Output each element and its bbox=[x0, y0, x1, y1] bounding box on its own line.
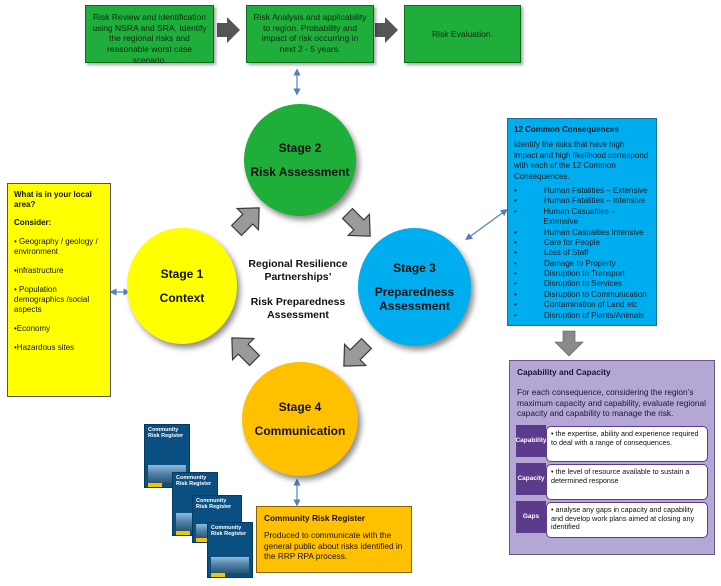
stage-1-circle: Stage 1 Context bbox=[127, 228, 237, 344]
list-item: •Human Casualties Intensive bbox=[514, 227, 644, 237]
list-item: •Care for People bbox=[514, 237, 601, 247]
local-area-title: What is in your local area? bbox=[14, 190, 92, 209]
capability-box: Capability and Capacity For each consequ… bbox=[509, 360, 715, 555]
register-cover-image: Community Risk Register bbox=[207, 522, 253, 578]
list-item: •Human Fatalities – Extensive bbox=[514, 185, 648, 195]
stage-4-title: Communication bbox=[254, 424, 346, 438]
list-item: •Human Casualties – Extensive bbox=[514, 206, 616, 227]
local-area-item: • Geography / geology / environment bbox=[14, 237, 98, 256]
list-item: •Damage to Property bbox=[514, 258, 616, 268]
center-line-4: Assessment bbox=[267, 309, 329, 322]
consequences-list: •Human Fatalities – Extensive •Human Fat… bbox=[514, 186, 650, 321]
consequences-box: 12 Common Consequences Identify the risk… bbox=[507, 118, 657, 326]
cycle-arrow-2 bbox=[341, 207, 371, 237]
list-item: •Loss of Staff bbox=[514, 248, 589, 258]
center-line-3: Risk Preparedness bbox=[250, 296, 346, 309]
stage-1-title: Context bbox=[159, 291, 205, 305]
gaps-row: Gaps • analyse any gaps in capacity and … bbox=[516, 501, 708, 538]
down-arrow-icon bbox=[554, 330, 584, 357]
stage-3-label: Stage 3 bbox=[393, 261, 436, 275]
stage-3-title-2: Assessment bbox=[379, 299, 450, 313]
process-box-text: Risk Review and identification using NSR… bbox=[92, 12, 207, 65]
stage-3-title: Preparedness bbox=[374, 285, 455, 299]
local-area-item: •Hazardous sites bbox=[14, 343, 75, 352]
stage-4-circle: Stage 4 Communication bbox=[242, 362, 358, 476]
stage-1-label: Stage 1 bbox=[160, 267, 204, 281]
gaps-text: • analyse any gaps in capacity and capab… bbox=[546, 502, 708, 538]
cycle-arrow-1 bbox=[230, 207, 260, 237]
capability-text: • the expertise, ability and experience … bbox=[546, 426, 708, 462]
capacity-text: • the level of resource available to sus… bbox=[546, 464, 708, 500]
process-box-text: Risk Evaluation. bbox=[432, 28, 493, 39]
chevron-right-icon bbox=[217, 17, 240, 43]
stage-2-title: Risk Assessment bbox=[250, 165, 350, 179]
process-box-text: Risk Analysis and applicability to regio… bbox=[253, 12, 367, 54]
capability-row: Capability • the expertise, ability and … bbox=[515, 425, 708, 462]
register-text: Produced to communicate with the general… bbox=[264, 529, 403, 562]
capability-tab: Capability bbox=[515, 425, 547, 457]
list-item: •Disruption to Transport bbox=[514, 269, 625, 279]
process-box-risk-review: Risk Review and identification using NSR… bbox=[85, 5, 214, 65]
capacity-row: Capacity • the level of resource availab… bbox=[516, 463, 708, 500]
center-title: Regional Resilience Partnerships’ Risk P… bbox=[238, 258, 358, 323]
local-area-item: •Economy bbox=[14, 324, 51, 333]
stage-2-circle: Stage 2 Risk Assessment bbox=[244, 104, 356, 216]
local-area-item: • Population demographics /social aspect… bbox=[14, 285, 90, 314]
local-area-box: What is in your local area? Consider: • … bbox=[7, 183, 111, 397]
capability-title: Capability and Capacity bbox=[517, 367, 611, 377]
register-box: Community Risk Register Produced to comm… bbox=[256, 506, 412, 573]
list-item: •Contamination of Land etc bbox=[514, 300, 638, 310]
list-item: •Disruption of Plants/Animals bbox=[514, 310, 645, 320]
consequences-intro: Identify the risks that have high impact… bbox=[514, 140, 649, 181]
chevron-right-icon bbox=[375, 17, 398, 43]
local-area-item: •infrastructure bbox=[14, 266, 64, 275]
stage-3-circle: Stage 3 Preparedness Assessment bbox=[358, 228, 471, 346]
center-line-2: Partnerships’ bbox=[264, 271, 332, 284]
list-item: •Disruption to Services bbox=[514, 279, 622, 289]
cycle-arrow-4 bbox=[231, 337, 261, 367]
consequences-title: 12 Common Consequences bbox=[514, 125, 619, 134]
stage-2-label: Stage 2 bbox=[278, 141, 322, 155]
stage-4-label: Stage 4 bbox=[278, 400, 322, 414]
center-line-1: Regional Resilience bbox=[248, 258, 348, 270]
gaps-tab: Gaps bbox=[516, 501, 546, 533]
list-item: •Disruption to Communication bbox=[514, 289, 647, 299]
register-title: Community Risk Register bbox=[264, 513, 365, 523]
cycle-arrow-3 bbox=[343, 337, 373, 367]
capacity-tab: Capacity bbox=[516, 463, 546, 495]
process-box-risk-analysis: Risk Analysis and applicability to regio… bbox=[246, 5, 374, 63]
process-box-risk-evaluation: Risk Evaluation. bbox=[404, 5, 521, 63]
capability-intro: For each consequence, considering the re… bbox=[517, 386, 706, 419]
list-item: •Human Fatalities – Intensive bbox=[514, 196, 645, 206]
link-arrow bbox=[465, 208, 508, 241]
local-area-consider: Consider: bbox=[14, 218, 52, 227]
